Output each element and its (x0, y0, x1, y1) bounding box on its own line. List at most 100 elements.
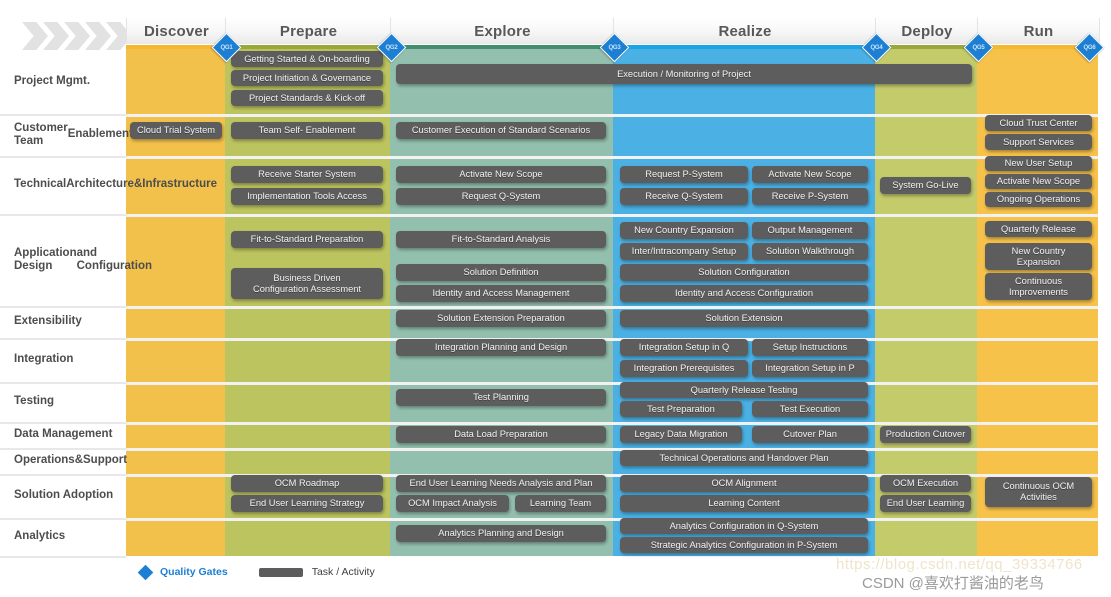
task-label: Learning Content (708, 498, 780, 508)
task-label: Solution Configuration (698, 267, 790, 277)
task-activity[interactable]: Test Preparation (620, 401, 742, 417)
task-activity[interactable]: Setup Instructions (752, 339, 868, 356)
task-activity[interactable]: Integration Setup in Q (620, 339, 748, 356)
task-label: Solution Extension (705, 313, 783, 323)
task-activity[interactable]: Integration Planning and Design (396, 339, 606, 356)
task-label: Project Standards & Kick-off (248, 92, 366, 103)
task-activity[interactable]: Inter/Intracompany Setup (620, 243, 748, 260)
task-activity[interactable]: Fit-to-Standard Analysis (396, 231, 606, 248)
task-label: Team Self- Enablement (258, 125, 356, 135)
phase-header-realize[interactable]: Realize (613, 18, 877, 44)
task-label: Activate New Scope (459, 169, 543, 179)
task-activity[interactable]: Legacy Data Migration (620, 426, 742, 443)
task-activity[interactable]: Activate New Scope (396, 166, 606, 183)
task-activity[interactable]: Request Q-System (396, 188, 606, 205)
task-activity[interactable]: Project Initiation & Governance (231, 70, 383, 86)
task-label: Learning Team (529, 498, 592, 508)
task-label: Identity and Access Configuration (675, 288, 813, 298)
task-activity[interactable]: End User Learning Needs Analysis and Pla… (396, 475, 606, 492)
task-label: Solution Walkthrough (765, 246, 855, 256)
task-activity[interactable]: Strategic Analytics Configuration in P-S… (620, 537, 868, 553)
phase-underline (126, 45, 225, 49)
task-activity[interactable]: Team Self- Enablement (231, 122, 383, 139)
task-activity[interactable]: Quarterly Release Testing (620, 382, 868, 398)
phase-header-prepare[interactable]: Prepare (225, 18, 392, 44)
task-activity[interactable]: Fit-to-Standard Preparation (231, 231, 383, 248)
task-activity[interactable]: Solution Extension (620, 310, 868, 327)
task-activity[interactable]: Data Load Preparation (396, 426, 606, 443)
task-label: End User Learning Needs Analysis and Pla… (409, 478, 593, 488)
task-activity[interactable]: Output Management (752, 222, 868, 239)
quality-gate-label: QG5 (971, 44, 985, 51)
task-activity[interactable]: Project Standards & Kick-off (231, 90, 383, 106)
task-activity[interactable]: Activate New Scope (752, 166, 868, 183)
task-label: Request P-System (645, 169, 723, 179)
task-label: Customer Execution of Standard Scenarios (411, 125, 591, 135)
phase-header-run[interactable]: Run (977, 18, 1100, 44)
task-activity[interactable]: Request P-System (620, 166, 748, 183)
task-label: Execution / Monitoring of Project (617, 68, 751, 79)
task-activity[interactable]: Ongoing Operations (985, 192, 1092, 207)
task-activity[interactable]: Solution Configuration (620, 264, 868, 281)
task-activity[interactable]: Cutover Plan (752, 426, 868, 443)
phase-title: Realize (718, 22, 772, 40)
task-activity[interactable]: Cloud Trial System (130, 122, 222, 139)
task-activity[interactable]: Integration Prerequisites (620, 360, 748, 377)
task-activity[interactable]: OCM Execution (880, 475, 971, 492)
phase-header-discover[interactable]: Discover (126, 18, 227, 44)
task-activity[interactable]: Cloud Trust Center (985, 115, 1092, 131)
task-activity[interactable]: Integration Setup in P (752, 360, 868, 377)
task-activity[interactable]: System Go-Live (880, 177, 971, 194)
quality-gate-label: QG6 (1082, 44, 1096, 51)
task-label: OCM Roadmap (274, 478, 340, 488)
task-activity[interactable]: End User Learning (880, 495, 971, 512)
task-label: Analytics Planning and Design (438, 528, 564, 538)
task-activity[interactable]: OCM Impact Analysis (396, 495, 509, 512)
task-activity[interactable]: Customer Execution of Standard Scenarios (396, 122, 606, 139)
task-activity[interactable]: New Country Expansion (620, 222, 748, 239)
task-activity[interactable]: Learning Team (515, 495, 606, 512)
task-activity[interactable]: Receive P-System (752, 188, 868, 205)
phase-header-explore[interactable]: Explore (390, 18, 615, 44)
row-label-5: Integration (14, 353, 74, 366)
task-label: Getting Started & On-boarding (244, 53, 370, 64)
task-activity[interactable]: Learning Content (620, 495, 868, 512)
task-activity[interactable]: Analytics Configuration in Q-System (620, 518, 868, 534)
task-activity[interactable]: Solution Walkthrough (752, 243, 868, 260)
task-activity[interactable]: Activate New Scope (985, 174, 1092, 189)
task-activity[interactable]: OCM Alignment (620, 475, 868, 492)
task-activity[interactable]: Technical Operations and Handover Plan (620, 450, 868, 466)
task-activity[interactable]: Quarterly Release (985, 221, 1092, 237)
task-activity[interactable]: Test Execution (752, 401, 868, 417)
task-activity[interactable]: Receive Q-System (620, 188, 748, 205)
task-activity[interactable]: Analytics Planning and Design (396, 525, 606, 542)
task-label: Production Cutover (885, 429, 966, 439)
task-activity[interactable]: Identity and Access Configuration (620, 285, 868, 302)
task-activity[interactable]: Solution Definition (396, 264, 606, 281)
phase-header-deploy[interactable]: Deploy (875, 18, 979, 44)
row-divider (0, 518, 126, 520)
task-label: Receive P-System (771, 191, 849, 201)
task-label: Cutover Plan (783, 429, 837, 439)
phase-underline (875, 45, 977, 49)
task-activity[interactable]: Test Planning (396, 389, 606, 406)
task-activity[interactable]: Support Services (985, 134, 1092, 150)
task-activity[interactable]: Solution Extension Preparation (396, 310, 606, 327)
task-activity[interactable]: Implementation Tools Access (231, 188, 383, 205)
task-activity[interactable]: End User Learning Strategy (231, 495, 383, 512)
task-activity[interactable]: OCM Roadmap (231, 475, 383, 492)
task-activity[interactable]: Execution / Monitoring of Project (396, 64, 972, 84)
task-activity[interactable]: Identity and Access Management (396, 285, 606, 302)
task-activity[interactable]: Getting Started & On-boarding (231, 51, 383, 67)
task-activity[interactable]: Receive Starter System (231, 166, 383, 183)
task-activity[interactable]: Production Cutover (880, 426, 971, 443)
task-activity[interactable]: New User Setup (985, 156, 1092, 171)
task-label: Setup Instructions (772, 342, 848, 352)
